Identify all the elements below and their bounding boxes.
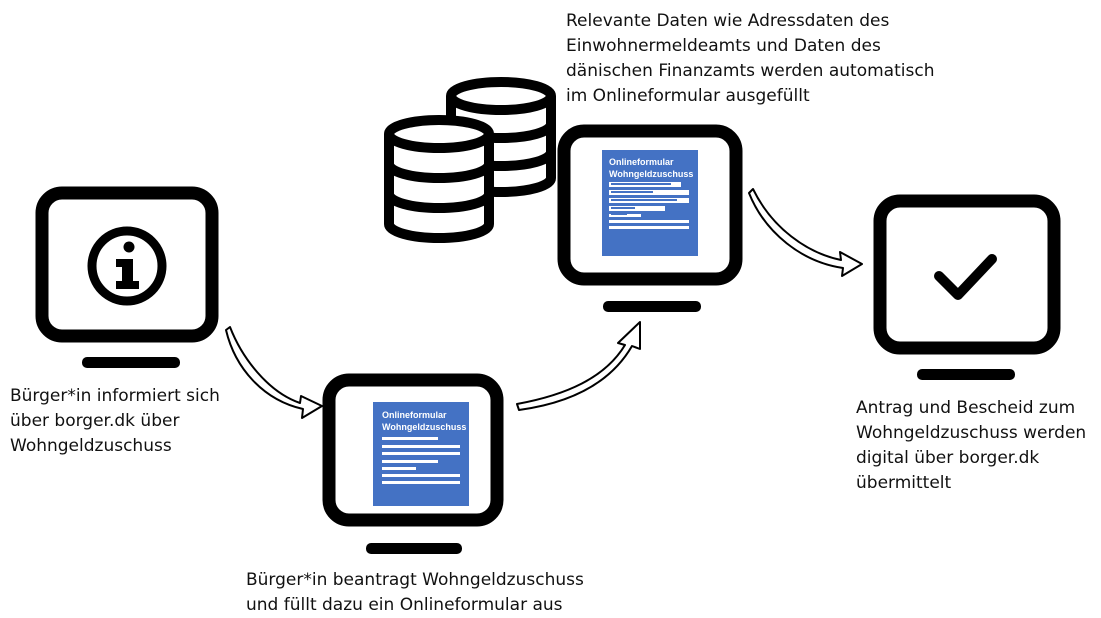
online-form-empty: Onlineformular Wohngeldzuschuss — [373, 402, 469, 506]
curved-arrow-icon — [516, 321, 641, 411]
caption-line: Antrag und Bescheid zum — [856, 398, 1076, 418]
monitor-info — [35, 186, 219, 368]
form-title-line2: Wohngeldzuschuss — [609, 169, 693, 179]
form-title-line2: Wohngeldzuschuss — [382, 422, 466, 432]
online-form-filled: Onlineformular Wohngeldzuschuss — [602, 150, 698, 256]
monitor-stand — [82, 357, 180, 368]
caption-apply: Bürger*in beantragt Wohngeldzuschuss und… — [246, 568, 584, 618]
caption-line: im Onlineformular ausgefüllt — [566, 86, 810, 106]
monitor-stand — [603, 301, 701, 312]
arrow-info-to-apply — [225, 326, 323, 419]
database-front — [384, 115, 494, 243]
monitor-icon — [873, 194, 1061, 355]
caption-result: Antrag und Bescheid zum Wohngeldzuschuss… — [856, 396, 1086, 496]
caption-data-prefill: Relevante Daten wie Adressdaten des Einw… — [566, 9, 934, 109]
form-title-line1: Onlineformular — [382, 410, 447, 420]
arrow-apply-to-autofill — [516, 321, 641, 411]
database-icon — [384, 77, 556, 243]
caption-line: Wohngeldzuschuss — [10, 436, 172, 456]
monitor-stand — [917, 369, 1015, 380]
curved-arrow-icon — [225, 326, 323, 419]
caption-line: Einwohnermeldeamts und Daten des — [566, 36, 881, 56]
caption-line: übermittelt — [856, 473, 952, 493]
caption-line: Bürger*in beantragt Wohngeldzuschuss — [246, 570, 584, 590]
caption-inform: Bürger*in informiert sich über borger.dk… — [10, 384, 220, 459]
form-title-line1: Onlineformular — [609, 157, 674, 167]
monitor-done — [873, 194, 1061, 380]
caption-line: über borger.dk über — [10, 411, 180, 431]
caption-line: Wohngeldzuschuss werden — [856, 423, 1087, 443]
curved-arrow-icon — [748, 188, 863, 277]
checkmark-icon — [934, 254, 997, 300]
prefilled-text-marks — [611, 183, 677, 215]
arrow-autofill-to-done — [748, 188, 863, 277]
caption-line: digital über borger.dk — [856, 448, 1040, 468]
monitor-autofill: Onlineformular Wohngeldzuschuss — [557, 124, 743, 312]
caption-line: und füllt dazu ein Onlineformular aus — [246, 595, 563, 615]
monitor-stand — [366, 543, 462, 554]
info-icon — [87, 226, 167, 306]
caption-line: Bürger*in informiert sich — [10, 386, 220, 406]
caption-line: dänischen Finanzamts werden automatisch — [566, 61, 935, 81]
caption-line: Relevante Daten wie Adressdaten des — [566, 11, 890, 31]
monitor-apply: Onlineformular Wohngeldzuschuss — [322, 373, 504, 554]
form-field-lines — [382, 437, 460, 484]
